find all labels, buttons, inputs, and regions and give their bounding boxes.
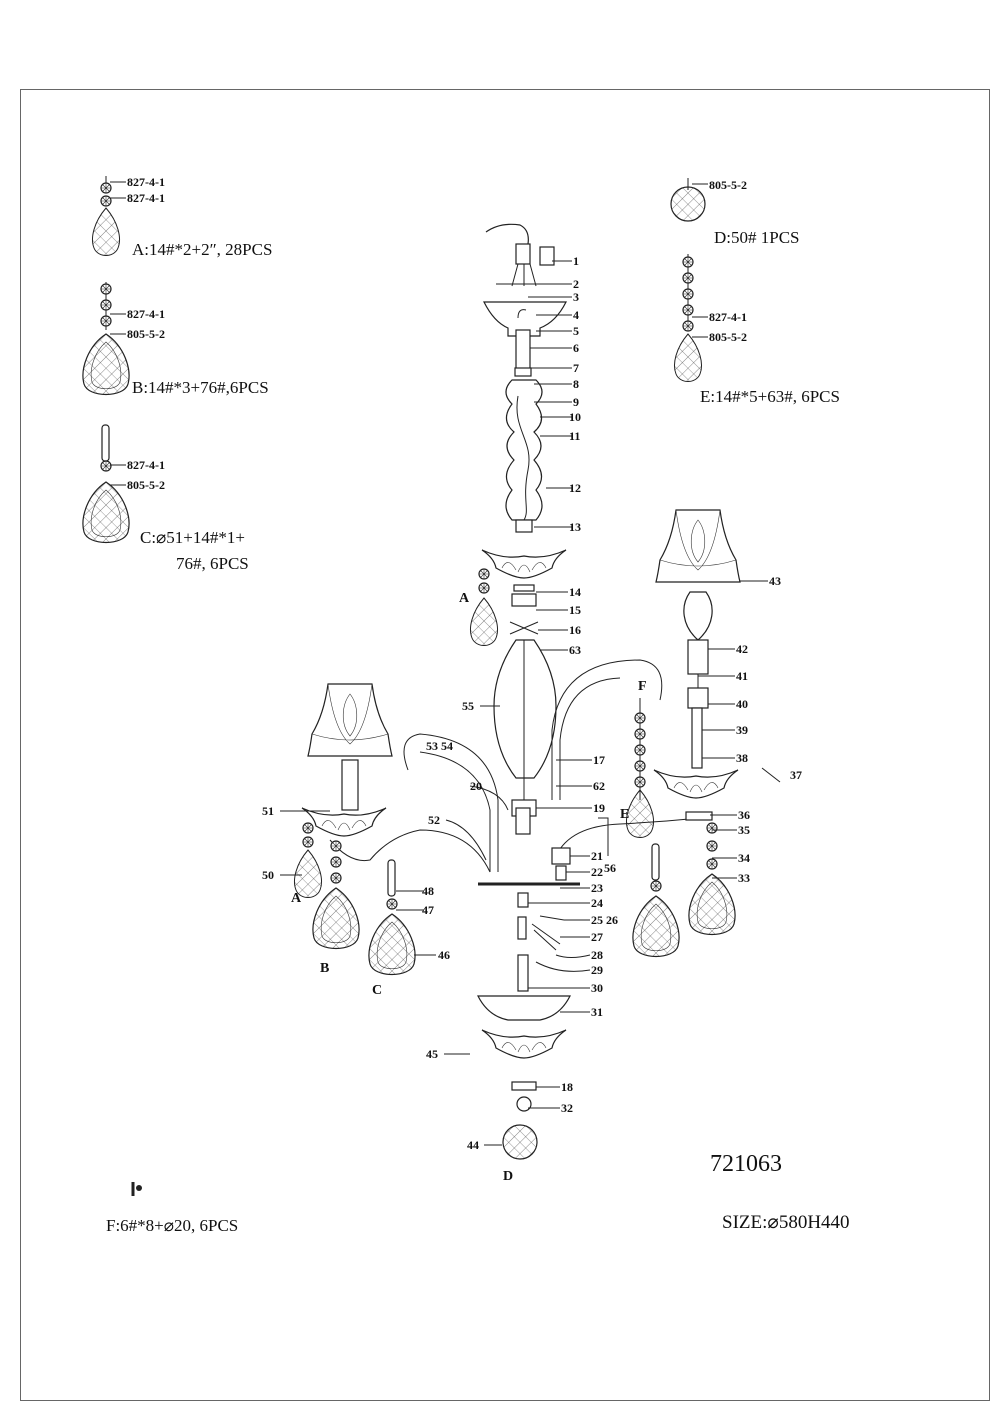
- legend-pendant-c: 827-4-1 805-5-2 C:⌀51+14#*1+ 76#, 6PCS: [82, 424, 249, 573]
- model-number: 721063: [710, 1151, 782, 1177]
- callout-numbers: 1 2 3 4 5 6 7 8 9 10 11 12 13 14 15 16 6…: [262, 254, 802, 1152]
- callout: 19: [593, 801, 605, 815]
- legend-pendant-b: 827-4-1 805-5-2 B:14#*3+76#,6PCS: [82, 282, 269, 397]
- letter-b: B: [320, 961, 329, 976]
- callout: 44: [467, 1138, 479, 1152]
- callout: 39: [736, 723, 748, 737]
- callout: 38: [736, 751, 748, 765]
- callout: 12: [569, 481, 581, 495]
- part-code: 805-5-2: [709, 330, 747, 344]
- part-code: 805-5-2: [709, 178, 747, 192]
- callout: 47: [422, 903, 434, 917]
- letter-e: E: [620, 807, 629, 822]
- callout: 6: [573, 341, 579, 355]
- callout: 46: [438, 948, 450, 962]
- callout: 30: [591, 981, 603, 995]
- callout: 5: [573, 324, 579, 338]
- letter-a: A: [459, 591, 470, 606]
- legend-label-c-line1: C:⌀51+14#*1+: [140, 528, 245, 547]
- callout: 48: [422, 884, 434, 898]
- callout: 15: [569, 603, 581, 617]
- callout: 45: [426, 1047, 438, 1061]
- letter-d: D: [503, 1169, 513, 1184]
- chandelier-drawing: 1 2 3 4 5 6 7 8 9 10 11 12 13 14 15 16 6…: [262, 223, 802, 1184]
- callout: 2: [573, 277, 579, 291]
- part-code: 805-5-2: [127, 327, 165, 341]
- callout: 62: [593, 779, 605, 793]
- callout: 35: [738, 823, 750, 837]
- pendant-letters: A A B C D E F: [291, 591, 647, 1184]
- callout: 14: [569, 585, 581, 599]
- part-code: 827-4-1: [127, 458, 165, 472]
- drawing-frame: [20, 89, 990, 1401]
- callout: 18: [561, 1080, 573, 1094]
- callout: 23: [591, 881, 603, 895]
- callout: 53 54: [426, 739, 453, 753]
- part-code: 827-4-1: [127, 175, 165, 189]
- callout: 16: [569, 623, 581, 637]
- callout: 52: [428, 813, 440, 827]
- callout: 37: [790, 768, 802, 782]
- legend-pendant-d: 805-5-2 D:50# 1PCS: [670, 178, 800, 247]
- callout: 20: [470, 779, 482, 793]
- callout: 22: [591, 865, 603, 879]
- callout: 32: [561, 1101, 573, 1115]
- callout: 28: [591, 948, 603, 962]
- callout: 55: [462, 699, 474, 713]
- legend-label-f: F:6#*8+⌀20, 6PCS: [106, 1216, 238, 1235]
- callout: 11: [569, 429, 580, 443]
- callout: 21: [591, 849, 603, 863]
- part-code: 805-5-2: [127, 478, 165, 492]
- legend-pendant-a: 827-4-1 827-4-1 A:14#*2+2″, 28PCS: [92, 175, 272, 259]
- legend-label-e: E:14#*5+63#, 6PCS: [700, 387, 840, 406]
- callout: 24: [591, 896, 603, 910]
- callout: 1: [573, 254, 579, 268]
- callout: 36: [738, 808, 750, 822]
- callout: 40: [736, 697, 748, 711]
- callout: 25 26: [591, 913, 618, 927]
- callout: 10: [569, 410, 581, 424]
- callout: 27: [591, 930, 603, 944]
- callout: 4: [573, 308, 579, 322]
- callout: 43: [769, 574, 781, 588]
- callout: 9: [573, 395, 579, 409]
- size-spec: SIZE:⌀580H440: [722, 1212, 850, 1233]
- legend-pendant-e: 827-4-1 805-5-2 E:14#*5+63#, 6PCS: [674, 254, 840, 406]
- callout: 34: [738, 851, 750, 865]
- part-code: 827-4-1: [127, 307, 165, 321]
- legend-label-a: A:14#*2+2″, 28PCS: [132, 240, 272, 259]
- callout: 31: [591, 1005, 603, 1019]
- callout: 41: [736, 669, 748, 683]
- letter-f: F: [638, 679, 647, 694]
- legend-pin-f: F:6#*8+⌀20, 6PCS: [106, 1182, 238, 1235]
- callout: 29: [591, 963, 603, 977]
- letter-a: A: [291, 891, 302, 906]
- legend-label-c-line2: 76#, 6PCS: [176, 554, 249, 573]
- part-code: 827-4-1: [709, 310, 747, 324]
- callout: 7: [573, 361, 579, 375]
- callout: 8: [573, 377, 579, 391]
- callout: 63: [569, 643, 581, 657]
- legend-label-b: B:14#*3+76#,6PCS: [132, 378, 269, 397]
- letter-c: C: [372, 983, 382, 998]
- legend-label-d: D:50# 1PCS: [714, 228, 800, 247]
- part-code: 827-4-1: [127, 191, 165, 205]
- callout: 42: [736, 642, 748, 656]
- callout: 50: [262, 868, 274, 882]
- callout: 3: [573, 290, 579, 304]
- callout: 56: [604, 861, 616, 875]
- callout: 51: [262, 804, 274, 818]
- callout: 13: [569, 520, 581, 534]
- callout: 33: [738, 871, 750, 885]
- callout: 17: [593, 753, 605, 767]
